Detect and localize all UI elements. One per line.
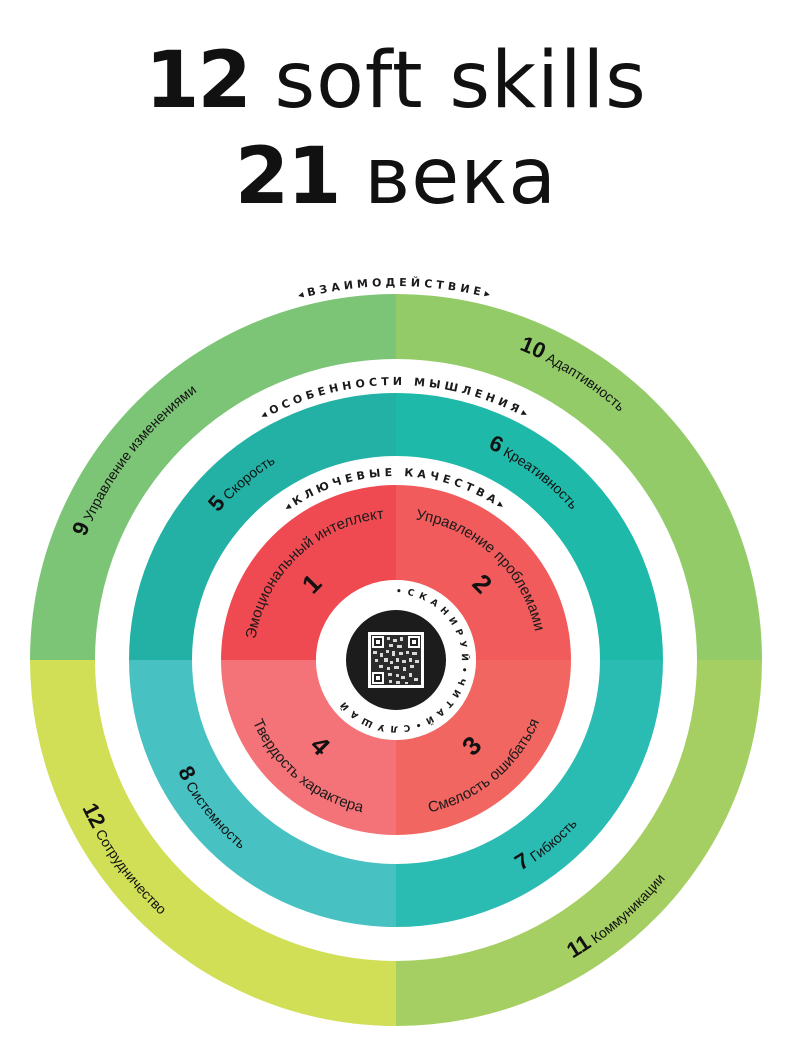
- ring-key-qualities: [221, 485, 571, 835]
- title-century: века: [364, 132, 558, 222]
- quadrant-communications[interactable]: [396, 660, 762, 1026]
- title-number-12: 12: [145, 36, 252, 126]
- page-title-line-2: 21 века: [0, 138, 792, 216]
- quadrant-collaboration[interactable]: [30, 660, 396, 1026]
- quadrant-creativity[interactable]: [396, 393, 663, 660]
- ring-thinking-features: [129, 393, 663, 927]
- ring-interaction: [30, 294, 762, 1026]
- quadrant-flexibility[interactable]: [396, 660, 663, 927]
- quadrant-systemic-thinking[interactable]: [129, 660, 396, 927]
- qr-code-icon[interactable]: [368, 632, 424, 688]
- title-number-21: 21: [234, 132, 342, 222]
- quadrant-strength-of-character[interactable]: [221, 660, 396, 835]
- quadrant-problem-management[interactable]: [396, 485, 571, 660]
- page-title-line-1: 12 soft skills: [0, 42, 792, 120]
- quadrant-courage-to-fail[interactable]: [396, 660, 571, 835]
- quadrant-emotional-intelligence[interactable]: [221, 485, 396, 660]
- title-soft-skills: soft skills: [274, 36, 647, 126]
- quadrant-adaptability[interactable]: [396, 294, 762, 660]
- quadrant-speed[interactable]: [129, 393, 396, 660]
- quadrant-change-management[interactable]: [30, 294, 396, 660]
